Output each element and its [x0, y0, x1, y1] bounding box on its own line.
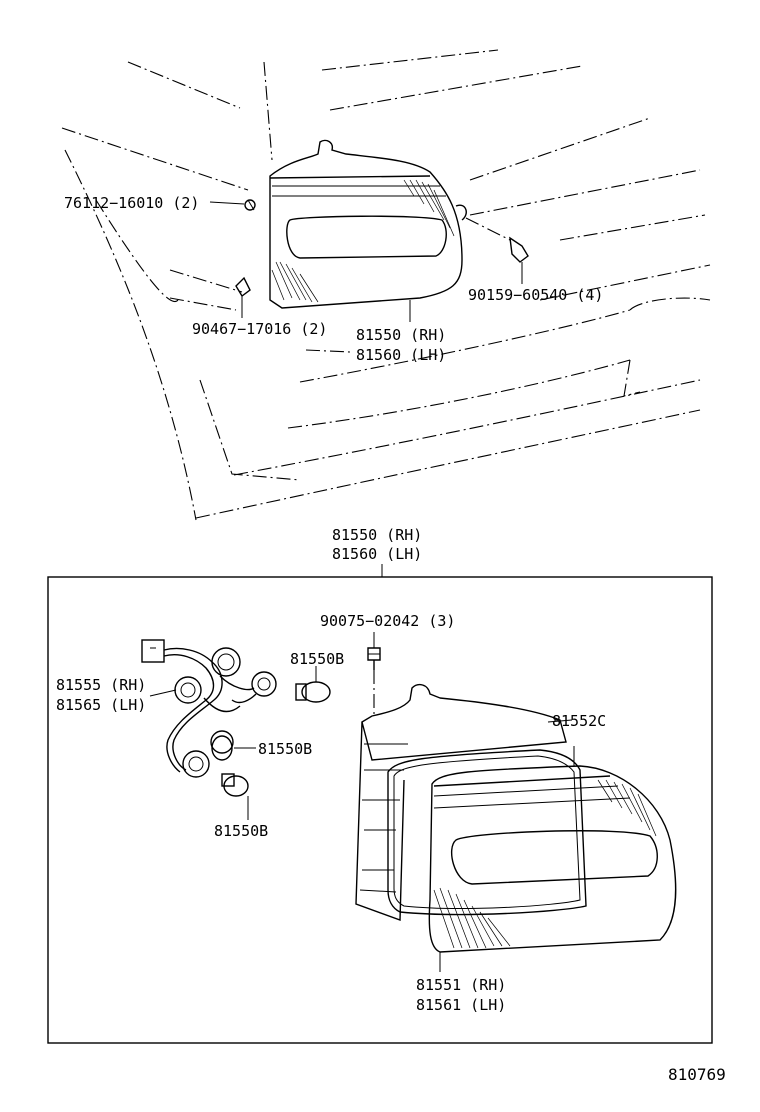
leader-lines-top — [209, 201, 523, 322]
bulb-81550b-icon-2 — [211, 735, 233, 761]
callout-81560-lh-top: 81560 (LH) — [356, 346, 446, 364]
socket-harness — [141, 639, 277, 778]
callout-81551-rh: 81551 (RH) — [416, 976, 506, 994]
callout-90467: 90467−17016 (2) — [192, 320, 327, 338]
callout-81550-rh-top: 81550 (RH) — [356, 326, 446, 344]
gasket-81552c — [387, 749, 587, 916]
diagram-reference-number: 810769 — [668, 1065, 726, 1084]
exploded-view-frame — [47, 576, 713, 1044]
bulb-81550b-icon-1 — [295, 681, 331, 703]
callout-81550b-3: 81550B — [214, 822, 268, 840]
clip-76112-icon — [244, 199, 256, 211]
clip-90467-icon — [235, 276, 251, 298]
screw-90075-icon — [367, 647, 381, 716]
vehicle-body-outline — [61, 49, 711, 521]
lens-81551 — [428, 765, 677, 953]
callout-81560-lh-box: 81560 (LH) — [332, 545, 422, 563]
callout-81550-rh-box: 81550 (RH) — [332, 526, 422, 544]
callout-81565-lh: 81565 (LH) — [56, 696, 146, 714]
callout-90075: 90075−02042 (3) — [320, 612, 455, 630]
callout-81550b-2: 81550B — [258, 740, 312, 758]
callout-81561-lh: 81561 (LH) — [416, 996, 506, 1014]
rear-lamp-assembly-top — [269, 139, 467, 309]
lamp-housing — [355, 683, 567, 921]
callout-81552c: 81552C — [552, 712, 606, 730]
bulb-81550b-icon-3 — [221, 773, 249, 797]
callout-76112: 76112−16010 (2) — [64, 194, 199, 212]
screw-90159-icon — [465, 217, 529, 263]
callout-81550b-1: 81550B — [290, 650, 344, 668]
callout-81555-rh: 81555 (RH) — [56, 676, 146, 694]
callout-90159: 90159−60540 (4) — [468, 286, 603, 304]
